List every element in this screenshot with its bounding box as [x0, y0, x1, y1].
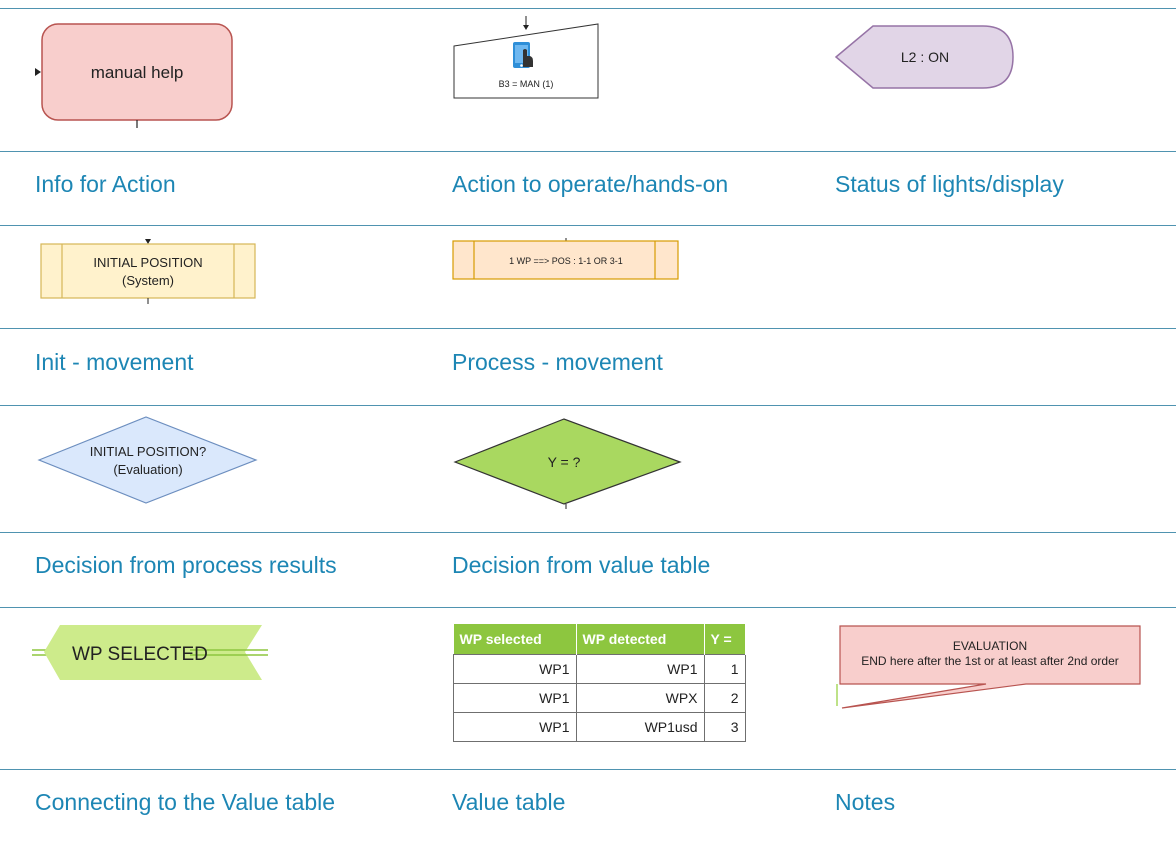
action-operate-shape[interactable]: B3 = MAN (1): [450, 14, 605, 104]
note-line1: EVALUATION: [953, 639, 1027, 653]
table-row: WP1 WP1 1: [453, 654, 746, 684]
decision-process-line1: INITIAL POSITION?: [90, 444, 207, 459]
row-divider: [0, 328, 1176, 329]
row-divider: [0, 225, 1176, 226]
table-cell: 3: [703, 712, 746, 742]
action-operate-label: B3 = MAN (1): [499, 79, 554, 89]
caption-action-to-operate: Action to operate/hands-on: [452, 171, 729, 197]
connector-label: WP SELECTED: [72, 644, 208, 665]
status-display-shape[interactable]: L2 : ON: [833, 24, 1018, 92]
init-movement-line2: (System): [122, 273, 174, 288]
caption-status-of-lights: Status of lights/display: [835, 171, 1064, 197]
table-cell: WP1: [453, 654, 577, 684]
row-divider: [0, 151, 1176, 152]
info-action-shape[interactable]: manual help: [30, 20, 240, 130]
decision-process-shape[interactable]: INITIAL POSITION? (Evaluation): [36, 414, 261, 506]
table-cell: 1: [703, 654, 746, 684]
row-divider: [0, 405, 1176, 406]
note-callout-shape[interactable]: EVALUATION END here after the 1st or at …: [834, 624, 1144, 714]
connector-shape[interactable]: WP SELECTED: [30, 622, 270, 684]
decision-value-shape[interactable]: Y = ?: [452, 416, 684, 510]
note-line2: END here after the 1st or at least after…: [861, 654, 1118, 668]
table-cell: WP1: [575, 654, 705, 684]
process-movement-label: 1 WP ==> POS : 1-1 OR 3-1: [509, 256, 623, 266]
caption-notes: Notes: [835, 789, 896, 815]
caption-decision-value-table: Decision from value table: [452, 552, 711, 578]
caption-info-for-action: Info for Action: [35, 171, 176, 197]
row-divider: [0, 769, 1176, 770]
table-row: WP1 WP1usd 3: [453, 712, 746, 742]
table-cell: 2: [703, 683, 746, 713]
tablet-touch-icon: [513, 42, 533, 68]
table-cell: WPX: [575, 683, 705, 713]
table-cell: WP1: [453, 683, 577, 713]
status-display-label: L2 : ON: [901, 49, 949, 65]
row-divider: [0, 532, 1176, 533]
caption-process-movement: Process - movement: [452, 349, 663, 375]
info-action-label: manual help: [91, 63, 184, 82]
decision-value-label: Y = ?: [548, 454, 581, 470]
caption-value-table: Value table: [452, 789, 566, 815]
caption-decision-process-results: Decision from process results: [35, 552, 337, 578]
arrow-down-icon: [523, 25, 529, 30]
init-movement-line1: INITIAL POSITION: [93, 255, 202, 270]
caption-init-movement: Init - movement: [35, 349, 194, 375]
process-movement-shape[interactable]: 1 WP ==> POS : 1-1 OR 3-1: [450, 238, 682, 284]
arrow-down-icon: [145, 239, 151, 244]
table-row: WP1 WPX 2: [453, 683, 746, 713]
decision-process-line2: (Evaluation): [113, 462, 182, 477]
init-movement-shape[interactable]: INITIAL POSITION (System): [38, 236, 260, 306]
table-cell: WP1: [453, 712, 577, 742]
arrow-right-icon: [35, 68, 41, 76]
caption-connecting-value-table: Connecting to the Value table: [35, 789, 336, 815]
value-table[interactable]: WP selected WP detected Y = WP1 WP1 1 WP…: [453, 624, 746, 742]
table-cell: WP1usd: [575, 712, 705, 742]
table-header: WP selected: [453, 624, 577, 655]
table-header: Y =: [704, 624, 746, 655]
table-header-row: WP selected WP detected Y =: [453, 624, 746, 655]
row-divider: [0, 8, 1176, 9]
row-divider: [0, 607, 1176, 608]
table-header: WP detected: [576, 624, 705, 655]
